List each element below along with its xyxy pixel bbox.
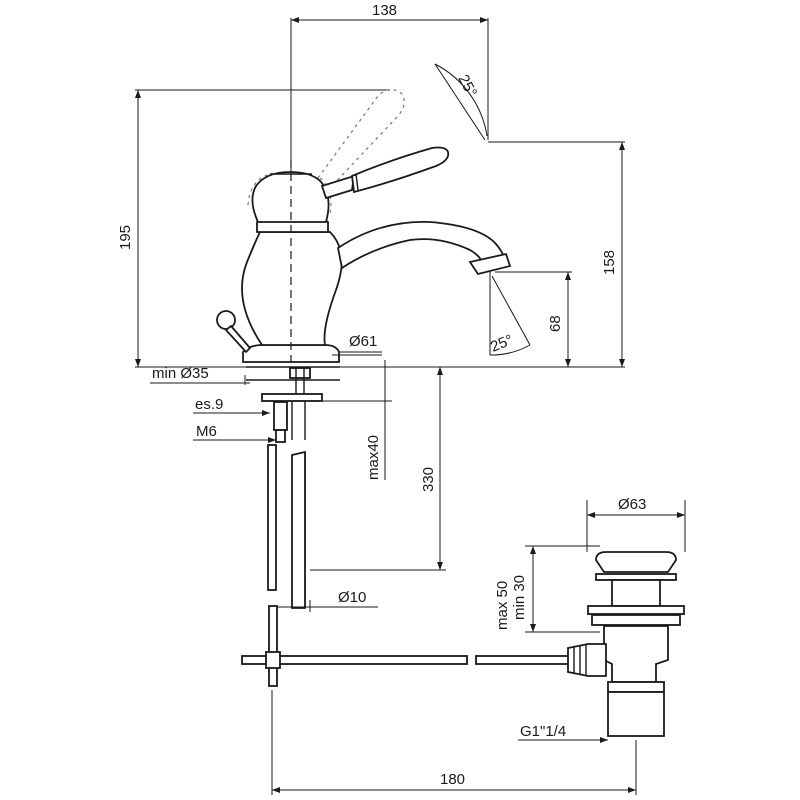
- faucet-body: [216, 146, 512, 380]
- label-hose-length: 330: [420, 467, 437, 492]
- supply-tubes: [267, 401, 306, 609]
- dimension-spout-height: 158: [330, 141, 625, 368]
- dimension-hole-diameter: min Ø35: [150, 365, 250, 385]
- label-total-height: 195: [117, 225, 134, 250]
- label-waste-range-min: min 30: [511, 575, 528, 620]
- dimension-counter-thickness: es.9: [193, 396, 270, 416]
- dimension-lower-angle: 25°: [488, 272, 531, 356]
- label-max-thickness: max40: [365, 435, 382, 480]
- label-outlet-height: 68: [547, 315, 564, 332]
- label-waste-cap: Ø63: [618, 496, 646, 513]
- dimension-total-height: 195: [117, 89, 390, 368]
- dimension-waste-cap: Ø63: [586, 496, 686, 552]
- label-hole-diameter: min Ø35: [152, 365, 209, 382]
- label-top-width: 138: [372, 2, 397, 19]
- dimension-thread: M6: [193, 423, 276, 443]
- dimension-top-width: 138: [290, 2, 489, 180]
- dimension-rod-length: 180: [271, 690, 637, 795]
- lift-rod-linkage: [241, 605, 571, 687]
- dimension-base-diameter: Ø61: [332, 333, 382, 356]
- label-waste-range-max: max 50: [494, 581, 511, 630]
- dimension-waste-range: max 50 min 30: [494, 545, 600, 633]
- dimension-upper-angle: 25°: [434, 63, 488, 141]
- label-base-diameter: Ø61: [349, 333, 377, 350]
- dimension-outlet-height: 68: [495, 271, 572, 367]
- label-spout-height: 158: [601, 250, 618, 275]
- handle-phantom-position: [247, 88, 405, 215]
- label-rod-length: 180: [440, 771, 465, 788]
- label-tube-diameter: Ø10: [338, 589, 366, 606]
- label-waste-thread: G1"1/4: [520, 723, 566, 740]
- dimension-tube-diameter: Ø10: [268, 589, 378, 612]
- dimension-waste-thread: G1"1/4: [518, 723, 608, 743]
- dimension-hose-length: 330: [310, 366, 446, 571]
- dimension-max-thickness: max40: [322, 360, 392, 480]
- label-upper-angle: 25°: [454, 72, 480, 100]
- countertop-section: [246, 366, 340, 443]
- pop-up-waste: [567, 551, 685, 737]
- label-counter-thickness: es.9: [195, 396, 223, 413]
- label-thread: M6: [196, 423, 217, 440]
